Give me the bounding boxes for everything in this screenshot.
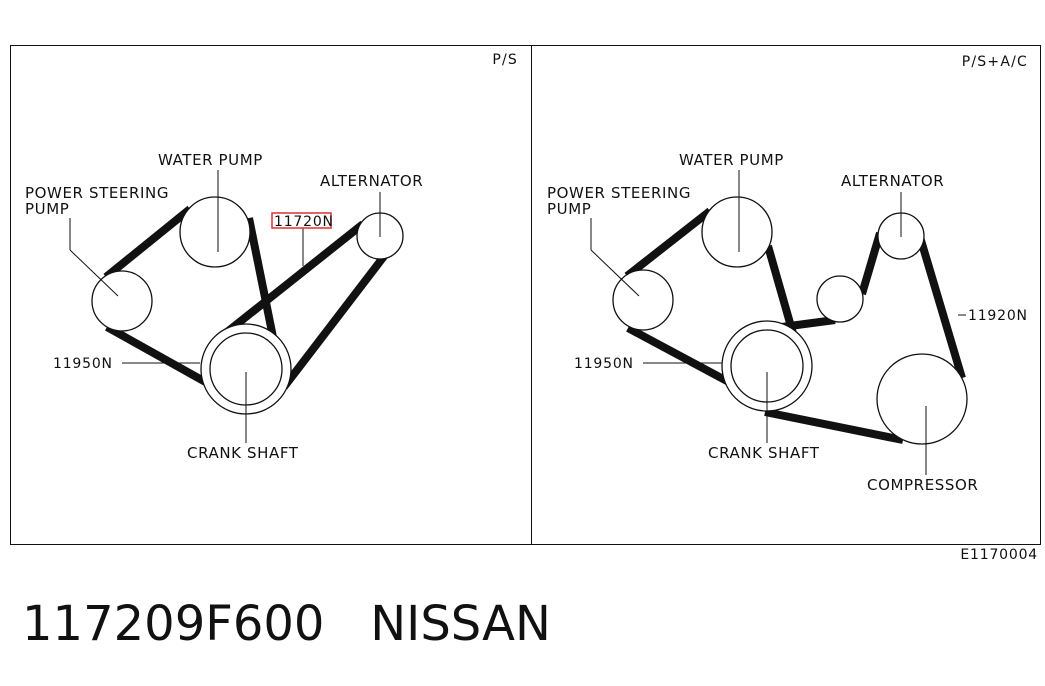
belt-highlight-box	[271, 212, 332, 229]
belt-segment	[916, 235, 966, 380]
water-pump-label: WATER PUMP	[679, 151, 784, 169]
belt-left-label: 11950N	[53, 356, 113, 372]
panel-ps: P/S WATER PUMP POWE	[10, 45, 532, 545]
belt-segment	[781, 316, 836, 331]
belt-segment	[280, 252, 389, 390]
belt-segment	[624, 207, 713, 280]
power-steering-label-line2: PUMP	[25, 200, 69, 218]
power-steering-label-line2: PUMP	[547, 200, 591, 218]
belt-left-label: 11950N	[574, 356, 634, 372]
power-steering-label-line1: POWER STEERING	[25, 184, 169, 202]
leader-line	[590, 249, 640, 297]
belt-segment	[245, 217, 280, 353]
panel-ps-ac-header: P/S+A/C	[962, 54, 1028, 70]
compressor-label: COMPRESSOR	[867, 476, 978, 494]
belt-segment	[626, 324, 742, 392]
alternator-label: ALTERNATOR	[320, 172, 423, 190]
part-title: 117209F600 NISSAN	[22, 596, 551, 652]
brand-name: NISSAN	[370, 596, 551, 652]
crank-shaft-label: CRANK SHAFT	[187, 444, 299, 462]
belt-segment	[219, 220, 366, 340]
idler-pulley	[816, 275, 864, 323]
title-spacer	[324, 596, 370, 652]
panel-ps-header: P/S	[492, 52, 518, 68]
figure-code: E1170004	[960, 547, 1038, 563]
belt-segment	[103, 205, 193, 281]
belt-right-label: 11920N	[968, 308, 1028, 324]
water-pump-pulley	[179, 196, 251, 268]
belt-segment	[858, 231, 884, 296]
panel-ps-ac-frame	[531, 45, 1041, 545]
water-pump-pulley	[701, 196, 773, 268]
power-steering-label-line1: POWER STEERING	[547, 184, 691, 202]
part-number: 117209F600	[22, 596, 325, 652]
panel-ps-ac: P/S+A/C	[531, 45, 1041, 545]
belt-segment	[764, 408, 904, 444]
belt-segment	[105, 323, 220, 393]
leader-line	[69, 249, 119, 297]
belt-highlighted-label: 11720N	[274, 214, 334, 230]
alternator-label: ALTERNATOR	[841, 172, 944, 190]
power-steering-pump-pulley	[612, 269, 674, 331]
water-pump-label: WATER PUMP	[158, 151, 263, 169]
crank-shaft-label: CRANK SHAFT	[708, 444, 820, 462]
compressor-pulley	[876, 353, 968, 445]
